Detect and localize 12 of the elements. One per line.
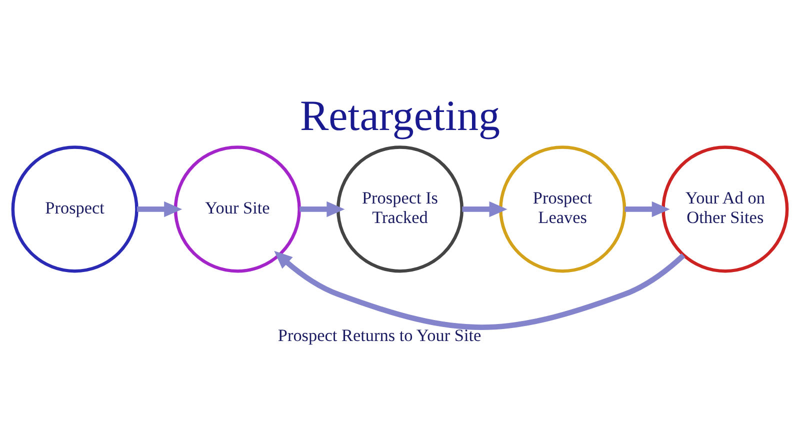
edge-label: Prospect Returns to Your Site [278,326,482,346]
node-circle: Your Ad on Other Sites [662,146,789,273]
node-circle: Prospect Leaves [499,146,626,273]
arrow [137,201,182,218]
arrow [624,201,670,218]
node-circle: Prospect [11,146,138,273]
node-circle: Prospect Is Tracked [336,146,464,273]
diagram-title: Retargeting [300,93,500,140]
arrow [300,201,345,218]
arrow [274,250,686,330]
node-circle: Your Site [174,146,301,273]
arrow [462,201,508,218]
